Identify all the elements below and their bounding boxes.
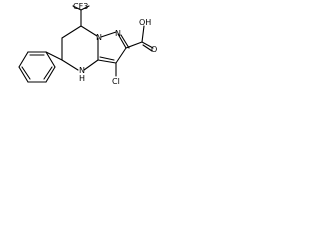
bond-c2-cooh [125,41,143,49]
bond-n4-c3a [83,59,99,71]
label-nh-n: N [79,66,85,75]
label-cooh: OH [139,18,151,27]
bond-ph-6 [45,51,56,68]
bond-ph-inner-3 [43,66,53,80]
bonds [18,5,154,83]
bond-ph-2 [18,51,29,68]
label-nh-h: H [79,74,85,83]
bond-ph-3 [18,66,29,83]
bond-n-c7 [80,25,98,37]
label-carbonyl-o: O [151,45,157,54]
bond-ph-5 [45,66,56,83]
bond-c2-c3 [115,47,127,64]
bond-c-o-double-a [141,41,154,49]
structure-canvas: CF3 N N OH O Cl N H [0,0,162,116]
bond-c5-phenyl [45,51,63,61]
bond-n1-n2 [100,31,117,38]
bond-n2-c2 [117,33,127,49]
bond-ph-inner-2 [21,66,31,80]
chemical-structure: CF3 N N OH O Cl N H [18,2,157,86]
label-n-ring-2: N [115,29,121,38]
bond-c5-n4 [61,59,79,71]
label-cf3: CF3 [73,2,88,11]
bond-c3-c3a [97,59,117,64]
bond-c7-c6 [61,25,82,39]
label-chlorine: Cl [112,77,120,86]
bond-c3-c3a-double [99,56,115,61]
label-n-ring-1: N [96,33,102,42]
atom-labels: CF3 N N OH O Cl N H [73,2,157,86]
bond-cf3-f-left [72,5,82,11]
bond-c-oh [141,25,145,43]
bond-n2-c2-double [120,34,130,49]
bond-cf3-f-right [80,5,90,11]
bond-c-o-double-b [142,44,153,52]
